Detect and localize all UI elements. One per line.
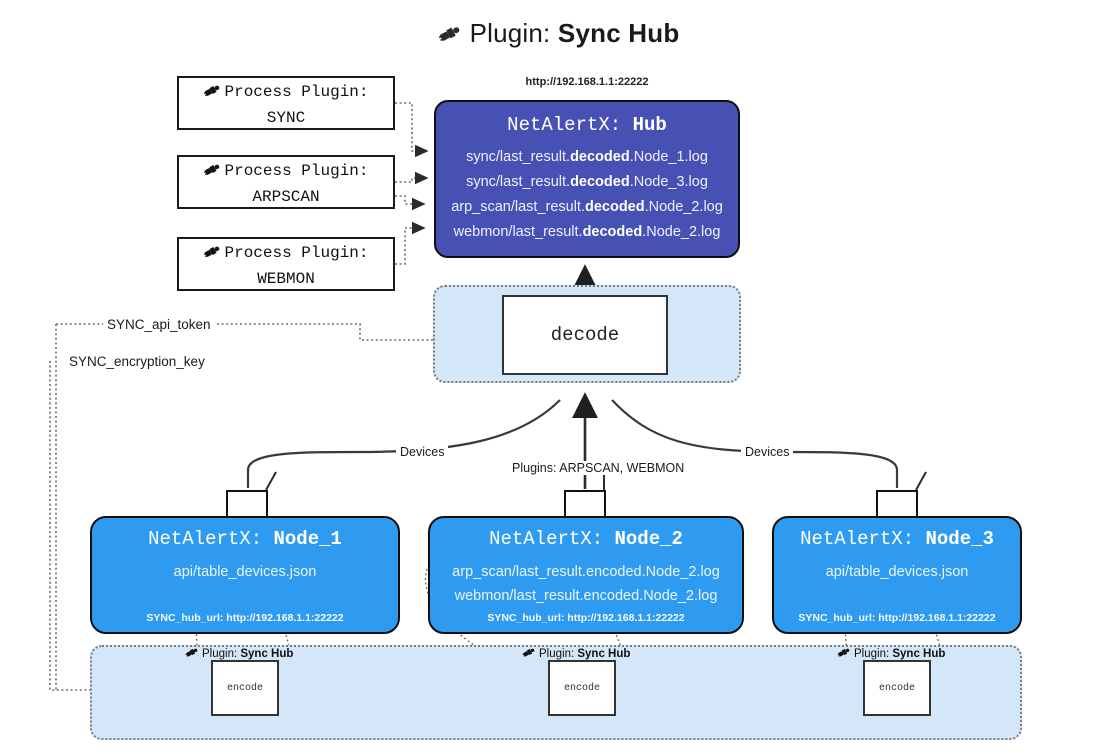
node-line: api/table_devices.json bbox=[173, 564, 317, 580]
process-plugin-line2: WEBMON bbox=[257, 270, 315, 288]
node-node-2[interactable]: NetAlertX: Node_2 arp_scan/last_result.e… bbox=[428, 516, 744, 634]
node-title: NetAlertX: Node_3 bbox=[774, 528, 1020, 550]
hub-title-name: Hub bbox=[632, 114, 667, 136]
logline-em: decoded bbox=[582, 224, 643, 240]
node-title: NetAlertX: Node_2 bbox=[430, 528, 742, 550]
secret-label-api-token: SYNC_api_token bbox=[103, 317, 215, 332]
edge-label-devices-left: Devices bbox=[396, 445, 449, 459]
node-hub-url: SYNC_hub_url: http://192.168.1.1:22222 bbox=[487, 612, 685, 624]
logline-em: decoded bbox=[570, 174, 630, 190]
node-hub-url: SYNC_hub_url: http://192.168.1.1:22222 bbox=[146, 612, 344, 624]
title-prefix: Plugin: bbox=[469, 18, 558, 48]
logline-pre: webmon/last_result. bbox=[453, 224, 583, 240]
node-title-prefix: NetAlertX: bbox=[148, 528, 274, 550]
plug-icon bbox=[837, 645, 852, 662]
hub-url-label: http://192.168.1.1:22222 bbox=[525, 76, 649, 88]
process-plugin-box-arpscan[interactable]: Process Plugin: ARPSCAN bbox=[177, 155, 395, 209]
encode-label-name: Sync Hub bbox=[892, 648, 946, 660]
logline-post: .Node_2.log bbox=[642, 224, 721, 240]
logline-post: .Node_3.log bbox=[629, 174, 708, 190]
process-plugin-box-webmon[interactable]: Process Plugin: WEBMON bbox=[177, 237, 395, 291]
plug-icon bbox=[522, 645, 537, 662]
logline-pre: sync/last_result. bbox=[466, 174, 571, 190]
page-title: Plugin: Sync Hub bbox=[0, 18, 1117, 51]
node-lines: arp_scan/last_result.encoded.Node_2.log … bbox=[430, 560, 742, 608]
encode-plugin-label: Plugin: Sync Hub bbox=[522, 645, 630, 662]
node-title-name: Node_3 bbox=[925, 528, 994, 550]
plug-icon bbox=[203, 81, 223, 107]
plug-icon bbox=[203, 160, 223, 186]
logline-pre: arp_scan/last_result. bbox=[451, 199, 585, 215]
hub-node[interactable]: NetAlertX: Hub sync/last_result.decoded.… bbox=[434, 100, 740, 258]
logline-em: decoded bbox=[570, 149, 630, 165]
encode-label-name: Sync Hub bbox=[577, 648, 631, 660]
logline-em: decoded bbox=[584, 199, 645, 215]
encode-plugin-label: Plugin: Sync Hub bbox=[837, 645, 945, 662]
logline-pre: sync/last_result. bbox=[466, 149, 571, 165]
encode-label-prefix: Plugin: bbox=[854, 648, 893, 660]
process-plugin-line2: ARPSCAN bbox=[252, 188, 320, 206]
process-plugin-line2: SYNC bbox=[266, 109, 306, 127]
title-name: Sync Hub bbox=[557, 18, 680, 48]
node-line: arp_scan/last_result.encoded.Node_2.log bbox=[452, 564, 720, 580]
hub-title-prefix: NetAlertX: bbox=[507, 114, 633, 136]
plug-icon bbox=[203, 242, 223, 268]
encode-label-prefix: Plugin: bbox=[202, 648, 241, 660]
process-plugin-box-sync[interactable]: Process Plugin: SYNC bbox=[177, 76, 395, 130]
hub-logline: sync/last_result.decoded.Node_1.log bbox=[436, 145, 738, 170]
secret-edges bbox=[49, 323, 494, 697]
hub-logline: webmon/last_result.decoded.Node_2.log bbox=[436, 220, 738, 245]
node-node-3[interactable]: NetAlertX: Node_3 api/table_devices.json… bbox=[772, 516, 1022, 634]
encode-label-prefix: Plugin: bbox=[539, 648, 578, 660]
node-title: NetAlertX: Node_1 bbox=[92, 528, 398, 550]
encode-box[interactable]: encode bbox=[211, 660, 279, 716]
hub-logline: arp_scan/last_result.decoded.Node_2.log bbox=[436, 195, 738, 220]
node-lines: api/table_devices.json bbox=[774, 560, 1020, 584]
node-line: webmon/last_result.encoded.Node_2.log bbox=[454, 588, 718, 604]
node-title-prefix: NetAlertX: bbox=[489, 528, 615, 550]
process-plugin-line1: Process Plugin: bbox=[224, 162, 369, 180]
plug-icon bbox=[185, 645, 200, 662]
hub-title: NetAlertX: Hub bbox=[436, 114, 738, 136]
node-node-1[interactable]: NetAlertX: Node_1 api/table_devices.json… bbox=[90, 516, 400, 634]
node-title-prefix: NetAlertX: bbox=[800, 528, 926, 550]
decode-box[interactable]: decode bbox=[502, 295, 668, 375]
edge-label-plugins: Plugins: ARPSCAN, WEBMON bbox=[508, 461, 689, 475]
encode-box[interactable]: encode bbox=[548, 660, 616, 716]
node-hub-url: SYNC_hub_url: http://192.168.1.1:22222 bbox=[798, 612, 996, 624]
process-plugin-line1: Process Plugin: bbox=[224, 83, 369, 101]
edge-label-devices-right: Devices bbox=[741, 445, 794, 459]
encode-box[interactable]: encode bbox=[863, 660, 931, 716]
hub-logline: sync/last_result.decoded.Node_3.log bbox=[436, 170, 738, 195]
encode-label-name: Sync Hub bbox=[240, 648, 294, 660]
node-title-name: Node_2 bbox=[614, 528, 683, 550]
plug-icon bbox=[438, 21, 464, 51]
node-lines: api/table_devices.json bbox=[92, 560, 398, 584]
logline-post: .Node_1.log bbox=[629, 149, 708, 165]
secret-label-encryption-key: SYNC_encryption_key bbox=[65, 354, 209, 369]
node-title-name: Node_1 bbox=[273, 528, 342, 550]
encode-plugin-label: Plugin: Sync Hub bbox=[185, 645, 293, 662]
hub-loglines: sync/last_result.decoded.Node_1.log sync… bbox=[436, 145, 738, 245]
node-line: api/table_devices.json bbox=[825, 564, 969, 580]
process-plugin-line1: Process Plugin: bbox=[224, 244, 369, 262]
logline-post: .Node_2.log bbox=[644, 199, 723, 215]
plugin-to-hub-edges bbox=[395, 102, 429, 265]
